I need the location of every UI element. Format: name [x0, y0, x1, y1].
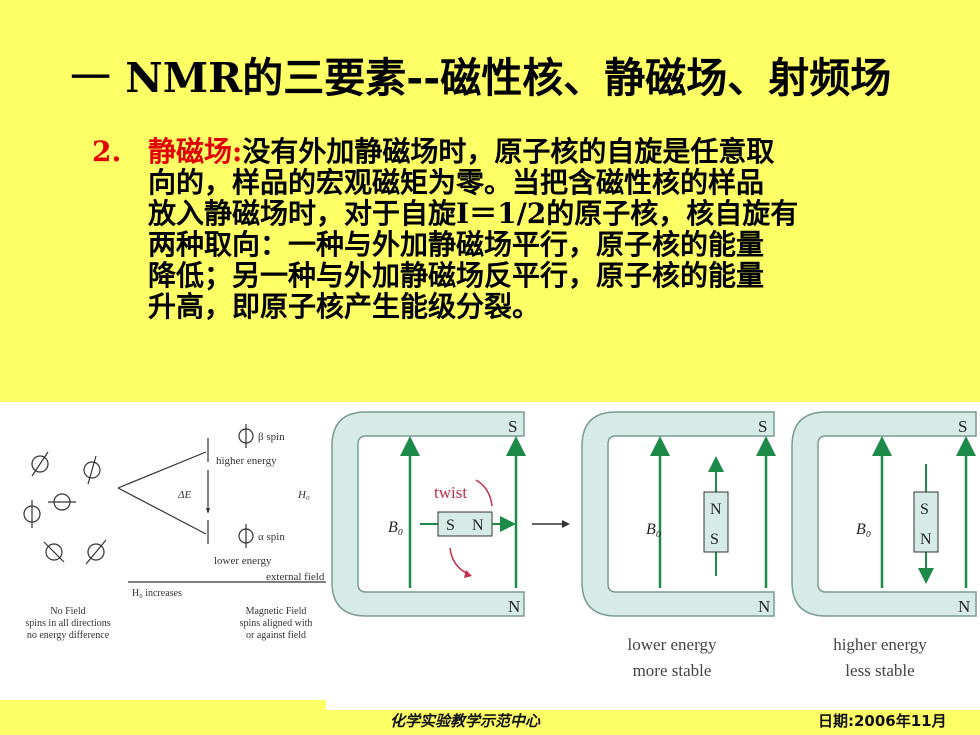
magnet-n-label: N: [472, 517, 484, 534]
external-field-label: external field: [266, 571, 325, 583]
magnetic-field-caption: or against field: [246, 630, 306, 641]
magnet-s-label: S: [920, 501, 929, 518]
item-line-4: 两种取向：一种与外加静磁场平行，原子核的能量: [148, 228, 765, 261]
spin-diagram: β spin higher energy ΔE H₀ α spin lower …: [0, 402, 336, 700]
spin-symbol: [83, 455, 101, 485]
lower-energy-label: lower energy: [214, 555, 272, 567]
spin-symbol: [23, 500, 41, 528]
pole-n-label: N: [958, 597, 970, 616]
magnet-n-label: N: [710, 501, 722, 518]
footer-center-name: 化学实验教学示范中心: [390, 712, 541, 730]
magnet-s-label: S: [446, 517, 455, 534]
spin-symbol: [85, 539, 107, 565]
item-body: 静磁场:没有外加静磁场时，原子核的自旋是任意取 向的，样品的宏观磁矩为零。当把含…: [148, 136, 888, 322]
alpha-spin-label: α spin: [258, 531, 285, 543]
magnet-s-label: S: [710, 531, 719, 548]
twist-label: twist: [434, 483, 467, 502]
pole-s-label: S: [758, 417, 767, 436]
no-field-caption: spins in all directions: [25, 618, 110, 629]
higher-energy-caption: higher energy: [833, 635, 927, 654]
less-stable-caption: less stable: [845, 661, 914, 680]
horseshoe-magnet-1: S N B₀ S N twist: [331, 411, 526, 617]
slide-title: 一 NMR的三要素--磁性核、静磁场、射频场: [70, 44, 930, 104]
more-stable-caption: more stable: [633, 661, 712, 680]
item-line-6: 升高，即原子核产生能级分裂。: [148, 290, 541, 323]
title-prefix: 一: [70, 54, 111, 102]
b0-label: B₀: [388, 519, 403, 536]
title-main: NMR的三要素--磁性核、静磁场、射频场: [125, 54, 892, 102]
magnetic-field-caption: Magnetic Field: [246, 606, 307, 617]
magnetic-field-caption: spins aligned with: [240, 618, 313, 629]
pole-s-label: S: [508, 417, 517, 436]
h0-increases-label: H₀ increases: [132, 588, 182, 599]
magnet-diagram: S N B₀ S N twist S N B₀ N: [326, 402, 980, 710]
delta-e-label: ΔE: [177, 489, 191, 501]
no-field-caption: no energy difference: [27, 630, 110, 641]
horseshoe-magnet-2: S N B₀ N S: [581, 411, 776, 617]
horseshoe-magnet-3: S N B₀ S N: [791, 411, 977, 617]
h0-label: H₀: [297, 489, 310, 501]
pole-n-label: N: [758, 597, 770, 616]
item-line-5: 降低；另一种与外加静磁场反平行，原子核的能量: [148, 259, 765, 292]
spin-symbol: [48, 493, 76, 511]
lower-energy-caption: lower energy: [628, 635, 717, 654]
beta-spin-label: β spin: [258, 431, 285, 443]
spin-symbol: [43, 541, 65, 563]
pole-s-label: S: [958, 417, 967, 436]
pole-n-label: N: [508, 597, 520, 616]
no-field-caption: No Field: [50, 606, 85, 617]
b0-label: B₀: [646, 521, 661, 538]
b0-label: B₀: [856, 521, 871, 538]
magnet-n-label: N: [920, 531, 932, 548]
item-number: 2.: [92, 135, 122, 168]
footer-date: 日期:2006年11月: [818, 712, 947, 730]
item-line-3: 放入静磁场时，对于自旋I＝1/2的原子核，核自旋有: [148, 197, 799, 230]
higher-energy-label: higher energy: [216, 455, 277, 467]
item-line-1: 静磁场:没有外加静磁场时，原子核的自旋是任意取: [148, 135, 775, 168]
item-keyword: 静磁场:: [148, 135, 243, 168]
item-line-2: 向的，样品的宏观磁矩为零。当把含磁性核的样品: [148, 166, 765, 199]
spin-symbol: [31, 451, 49, 477]
